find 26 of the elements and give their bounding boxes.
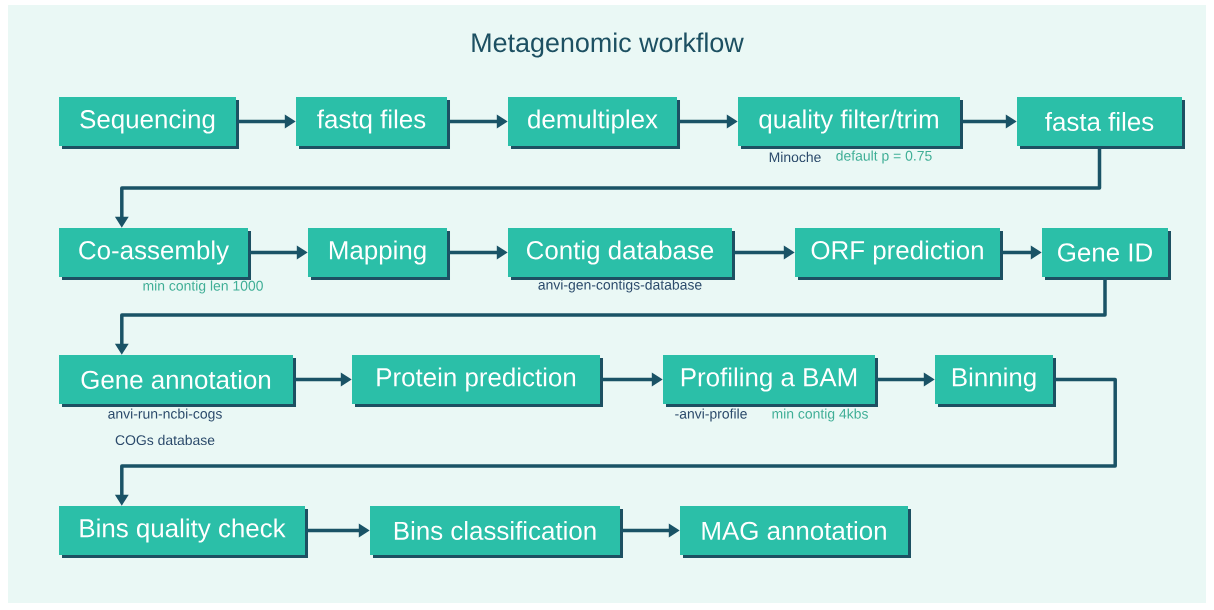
step-note: Minoche <box>769 151 821 163</box>
title: Metagenomic workflow <box>472 32 744 58</box>
step-note: min contig 4kbs <box>772 408 868 422</box>
process-box: Profiling a BAM <box>663 355 878 407</box>
process-box: Bins quality check <box>59 506 308 558</box>
process-box: Bins classification <box>370 506 623 558</box>
process-box: Contig database <box>508 228 735 280</box>
process-box: Gene ID <box>1042 228 1171 280</box>
process-box: Sequencing <box>59 97 239 149</box>
step-note: default p = 0.75 <box>836 150 932 164</box>
process-box: fastq files <box>296 97 450 149</box>
process-box: Gene annotation <box>59 355 296 407</box>
process-box: ORF prediction <box>795 228 1003 280</box>
process-box: fasta files <box>1017 97 1185 149</box>
process-box: MAG annotation <box>680 506 911 558</box>
step-note: anvi-gen-contigs-database <box>538 279 702 293</box>
step-note: min contig len 1000 <box>143 280 263 294</box>
process-box: Binning <box>935 355 1056 407</box>
step-note: -anvi-profile <box>675 408 747 422</box>
step-note: anvi-run-ncbi-cogs <box>108 408 222 422</box>
process-box: demultiplex <box>508 97 680 149</box>
process-box: Mapping <box>308 228 450 280</box>
step-note: COGs database <box>115 434 215 446</box>
process-box: Protein prediction <box>352 355 603 407</box>
process-box: Co-assembly <box>59 228 251 280</box>
process-box: quality filter/trim <box>738 97 963 149</box>
